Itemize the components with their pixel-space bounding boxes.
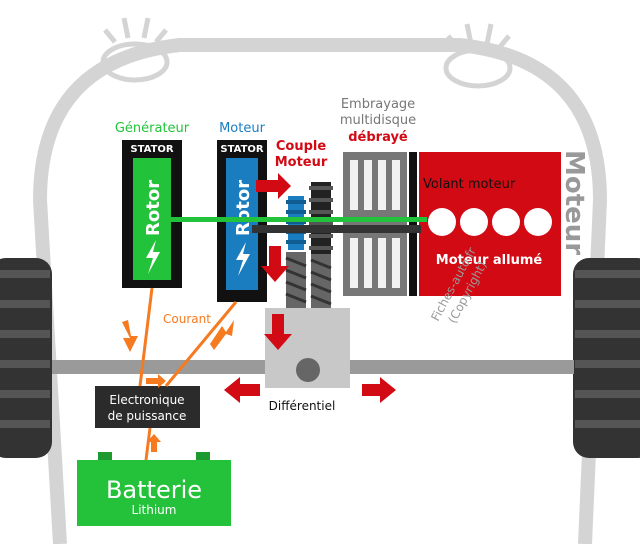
- couple-label-line2: Moteur: [275, 155, 328, 170]
- clutch-discs: [350, 160, 400, 288]
- arrow-orange-up: [147, 434, 161, 452]
- current-label: Courant: [163, 312, 211, 326]
- motor-label: Moteur: [219, 121, 266, 136]
- differential-label: Différentiel: [269, 399, 336, 413]
- clutch-state-label: débrayé: [348, 130, 408, 145]
- motor-rotor-label: Rotor: [233, 180, 254, 236]
- engine-cylinders: [428, 208, 552, 236]
- battery-terminal-left: [98, 452, 112, 460]
- gear-blue: [286, 196, 306, 250]
- headlight-right: [443, 23, 513, 89]
- arrow-orange-horizontal: [146, 374, 166, 388]
- arrow-orange-generator-down: [122, 320, 138, 352]
- power-electronics-line2: de puissance: [108, 409, 187, 423]
- couple-label-line1: Couple: [276, 139, 326, 154]
- generator-stator-label: STATOR: [130, 144, 174, 155]
- flywheel-label: Volant moteur: [423, 177, 516, 192]
- gear-shaft-left: [285, 252, 307, 308]
- generator-lightning-icon: [146, 240, 160, 274]
- arrow-red-motor-down: [261, 246, 289, 282]
- motor-stator-label: STATOR: [220, 144, 264, 155]
- clutch-label-line1: Embrayage: [341, 97, 415, 112]
- engine-shaft: [341, 225, 421, 233]
- differential-gear: [296, 358, 320, 382]
- battery-sublabel: Lithium: [132, 503, 177, 517]
- arrow-red-diff-down: [264, 314, 292, 350]
- flywheel: [409, 152, 417, 296]
- engine-on-label: Moteur allumé: [436, 253, 543, 268]
- wheel-left: [0, 258, 52, 458]
- generator-rotor-label: Rotor: [143, 180, 164, 236]
- arrow-orange-to-motor: [210, 320, 234, 350]
- gear-shaft-right: [310, 254, 332, 308]
- clutch-label-line2: multidisque: [340, 113, 416, 128]
- main-shaft: [252, 225, 352, 233]
- battery: [77, 460, 231, 526]
- motor-lightning-icon: [236, 242, 250, 276]
- arrow-red-couple-right: [256, 173, 291, 199]
- power-electronics-box: [95, 386, 200, 428]
- battery-terminal-right: [196, 452, 210, 460]
- generator-label: Générateur: [115, 121, 190, 136]
- generator-rotor: [133, 158, 171, 280]
- green-shaft: [165, 217, 427, 222]
- arrow-red-right: [362, 377, 396, 403]
- arrow-red-left: [224, 377, 260, 403]
- headlight-left: [100, 17, 170, 83]
- wheel-right: [573, 258, 640, 458]
- battery-label: Batterie: [106, 476, 202, 504]
- current-wires: [138, 287, 238, 461]
- engine-vertical-label: Moteur: [559, 150, 589, 255]
- power-electronics-line1: Electronique: [109, 393, 184, 407]
- car-body-outline: [32, 38, 608, 545]
